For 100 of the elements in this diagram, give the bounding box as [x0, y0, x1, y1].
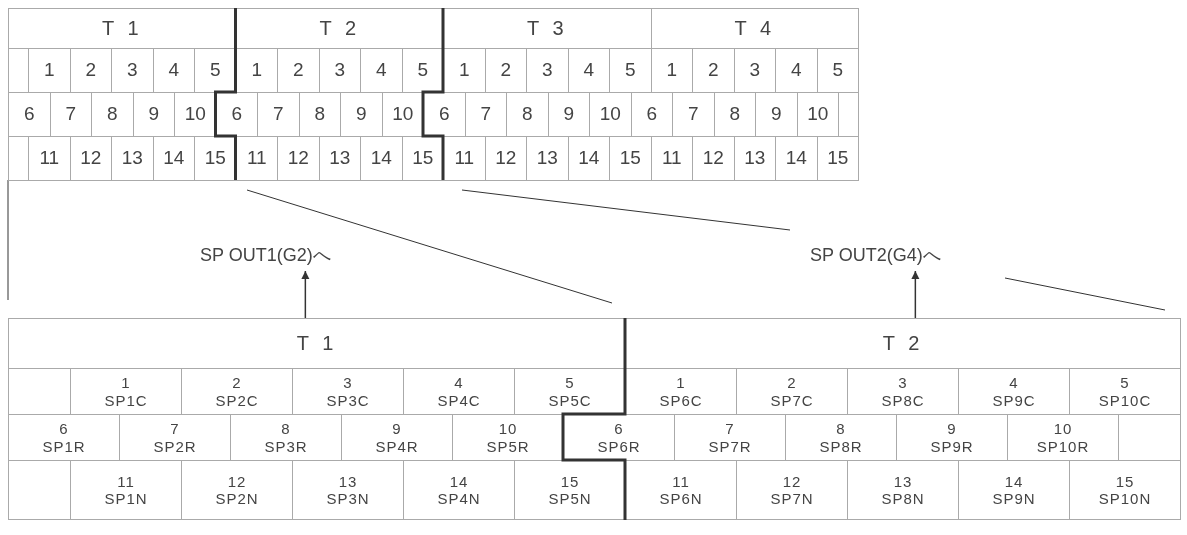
pin-number: 15 [560, 472, 580, 490]
pin-number: 13 [536, 148, 558, 169]
pin-number: 12 [782, 472, 802, 490]
pin-number: 13 [893, 472, 913, 490]
connector-title: T 3 [526, 17, 568, 40]
pin-number: 13 [121, 148, 143, 169]
pin-number: 15 [1115, 472, 1135, 490]
signal-name: SP2R [153, 437, 197, 455]
pin-number: 7 [687, 104, 699, 125]
pin-number: 5 [209, 60, 221, 81]
destination-label: SP OUT1(G2)へ [200, 243, 331, 267]
pin-number: 10 [392, 104, 414, 125]
signal-name: SP5R [486, 437, 530, 455]
signal-name: SP6N [659, 490, 703, 508]
signal-name: SP1R [42, 437, 86, 455]
pin-number: 14 [578, 148, 600, 169]
pin-number: 12 [80, 148, 102, 169]
pin-number: 7 [65, 104, 77, 125]
signal-name: SP8C [881, 391, 925, 409]
connector-title: T 2 [319, 17, 360, 40]
pin-number: 6 [438, 104, 450, 125]
pin-number: 3 [541, 60, 553, 81]
signal-name: SP4R [375, 437, 419, 455]
signal-name: SP1N [104, 490, 148, 508]
pin-number: 4 [375, 60, 387, 81]
pin-number: 3 [334, 60, 346, 81]
pin-number: 8 [521, 104, 533, 125]
pin-number: 14 [449, 472, 469, 490]
pin-number: 13 [338, 472, 358, 490]
pin-number: 7 [170, 420, 180, 438]
pin-number: 1 [121, 374, 131, 392]
pin-number: 1 [458, 60, 470, 81]
arrow [911, 270, 920, 319]
pin-number: 6 [231, 104, 243, 125]
pin-number: 14 [785, 148, 807, 169]
pin-number: 7 [725, 420, 735, 438]
signal-name: SP10R [1036, 437, 1090, 455]
pin-number: 5 [417, 60, 429, 81]
pin-number: 9 [392, 420, 402, 438]
pin-number: 4 [790, 60, 802, 81]
pin-number: 9 [148, 104, 160, 125]
pin-number: 3 [898, 374, 908, 392]
destination-label: SP OUT2(G4)へ [810, 243, 941, 267]
signal-name: SP7N [770, 490, 814, 508]
pin-number: 9 [770, 104, 782, 125]
pin-number: 10 [184, 104, 206, 125]
signal-name: SP9C [992, 391, 1036, 409]
signal-name: SP9N [992, 490, 1036, 508]
pin-number: 8 [729, 104, 741, 125]
pin-number: 7 [272, 104, 284, 125]
signal-name: SP7R [708, 437, 752, 455]
signal-name: SP10N [1098, 490, 1152, 508]
pin-number: 14 [163, 148, 185, 169]
signal-name: SP1C [104, 391, 148, 409]
signal-name: SP8N [881, 490, 925, 508]
pin-number: 14 [1004, 472, 1024, 490]
pin-number: 10 [498, 420, 518, 438]
pin-number: 14 [370, 148, 392, 169]
pin-number: 10 [807, 104, 829, 125]
signal-name: SP4C [437, 391, 481, 409]
signal-name: SP9R [930, 437, 974, 455]
pin-number: 5 [832, 60, 844, 81]
pin-number: 4 [168, 60, 180, 81]
connector-header [8, 318, 626, 369]
pin-number: 9 [355, 104, 367, 125]
pin-number: 5 [565, 374, 575, 392]
pin-number: 15 [204, 148, 226, 169]
pin-number: 1 [676, 374, 686, 392]
pin-number: 11 [39, 148, 60, 169]
pin-number: 5 [624, 60, 636, 81]
pin-number: 12 [702, 148, 724, 169]
pin-number: 4 [583, 60, 595, 81]
pin-number: 4 [1009, 374, 1019, 392]
signal-name: SP3R [264, 437, 308, 455]
pin-number: 13 [329, 148, 351, 169]
pin-number: 2 [500, 60, 512, 81]
pin-number: 15 [619, 148, 641, 169]
pin-number: 7 [480, 104, 492, 125]
pin-number: 10 [1053, 420, 1073, 438]
signal-name: SP3N [326, 490, 370, 508]
pin-number: 11 [672, 472, 690, 490]
pin-number: 12 [495, 148, 517, 169]
pin-number: 12 [227, 472, 247, 490]
pin-number: 11 [661, 148, 682, 169]
signal-name: SP3C [326, 391, 370, 409]
pin-number: 2 [232, 374, 242, 392]
pin-number: 5 [1120, 374, 1130, 392]
pin-number: 3 [749, 60, 761, 81]
signal-name: SP7C [770, 391, 814, 409]
pin-number: 11 [246, 148, 267, 169]
signal-name: SP2N [215, 490, 259, 508]
signal-name: SP5N [548, 490, 592, 508]
pin-number: 13 [744, 148, 766, 169]
signal-name: SP6C [659, 391, 703, 409]
pin-number: 6 [614, 420, 624, 438]
pin-number: 8 [106, 104, 118, 125]
pin-number: 8 [281, 420, 291, 438]
connector-title: T 2 [882, 332, 924, 355]
pin-number: 3 [126, 60, 138, 81]
pin-number: 8 [836, 420, 846, 438]
